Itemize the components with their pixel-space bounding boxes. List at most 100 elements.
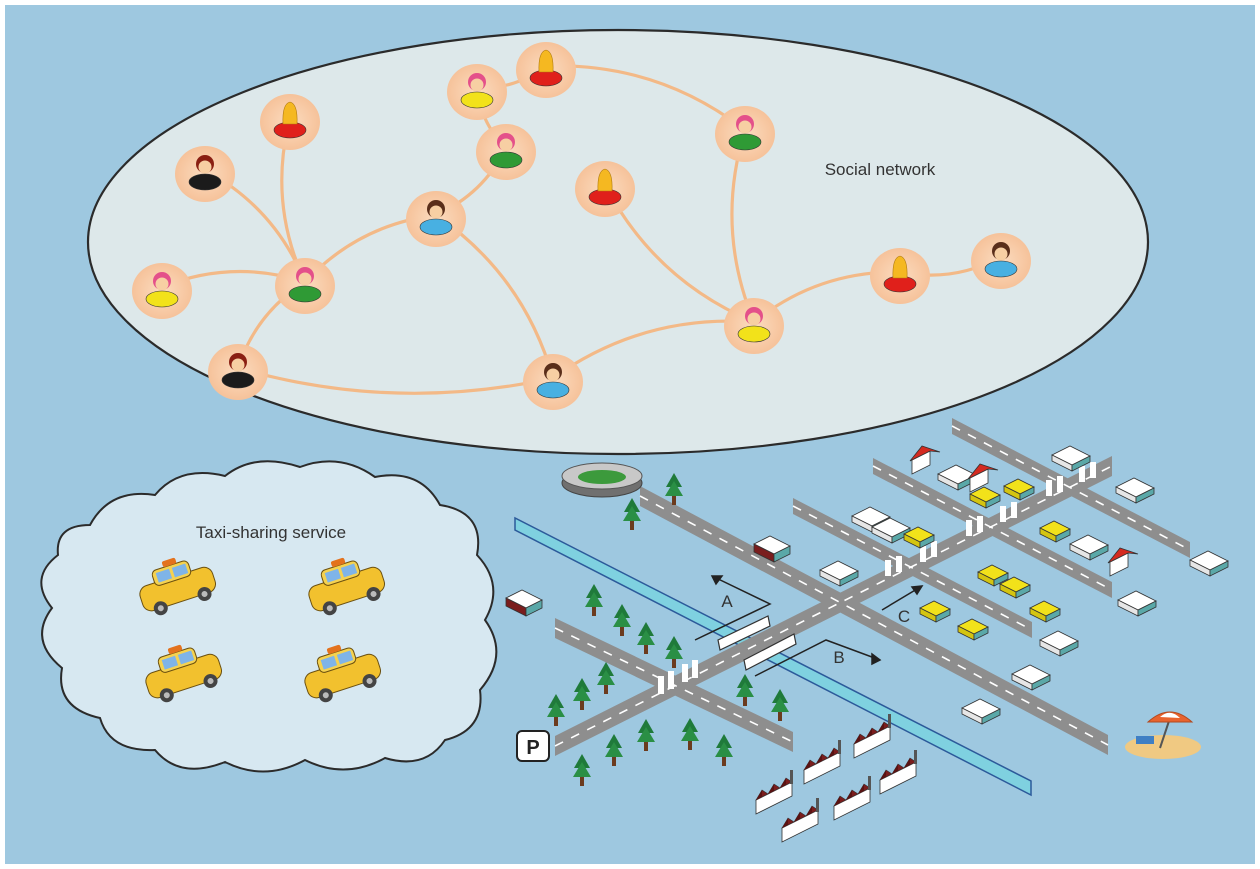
factory-icon xyxy=(879,750,917,795)
person-node xyxy=(971,233,1031,289)
factory-icon xyxy=(781,798,819,843)
route-label-b: B xyxy=(833,648,844,667)
person-node xyxy=(406,191,466,247)
red-roof-house xyxy=(909,445,941,475)
person-body xyxy=(883,275,917,293)
tree-icon xyxy=(637,622,655,654)
crosswalks xyxy=(658,462,1096,694)
house-building xyxy=(1069,534,1109,561)
red-roof-house xyxy=(967,463,999,493)
person-body xyxy=(737,325,771,343)
person-node xyxy=(523,354,583,410)
person-node xyxy=(175,146,235,202)
taxi-icon xyxy=(304,644,382,703)
taxi-group xyxy=(139,557,386,703)
tree-icon xyxy=(605,734,623,766)
social-network-label: Social network xyxy=(825,160,936,179)
route-arrows xyxy=(694,575,924,677)
taxi-sharing-label: Taxi-sharing service xyxy=(196,523,346,542)
taxi-icon xyxy=(308,557,386,616)
person-body xyxy=(728,133,762,151)
yellow-building xyxy=(919,600,951,623)
person-body xyxy=(588,188,622,206)
person-head xyxy=(538,49,554,73)
social-nodes xyxy=(132,42,1031,410)
person-head xyxy=(597,168,613,192)
person-body xyxy=(419,218,453,236)
factory-icon xyxy=(853,714,891,759)
person-node xyxy=(447,64,507,120)
house-building xyxy=(1051,445,1091,472)
person-head xyxy=(298,272,312,286)
parking-label: P xyxy=(526,737,539,759)
house-building xyxy=(1115,477,1155,504)
person-node xyxy=(476,124,536,180)
road-markings xyxy=(554,425,1191,747)
trees xyxy=(547,473,789,786)
yellow-building xyxy=(1003,478,1035,501)
factory-icon xyxy=(833,776,871,821)
tree-icon xyxy=(573,754,591,786)
taxi-cloud xyxy=(40,460,498,773)
tree-icon xyxy=(665,473,683,505)
taxi-sharing-panel: Taxi-sharing service xyxy=(40,460,498,773)
tree-icon xyxy=(613,604,631,636)
person-body xyxy=(145,290,179,308)
person-head xyxy=(892,255,908,279)
taxi-icon xyxy=(139,557,217,616)
social-link xyxy=(237,366,554,395)
parking-sign: P xyxy=(516,730,550,762)
person-head xyxy=(738,120,752,134)
person-node xyxy=(208,344,268,400)
person-body xyxy=(273,121,307,139)
person-body xyxy=(984,260,1018,278)
city-map: A B C P xyxy=(505,418,1229,843)
person-node xyxy=(724,298,784,354)
person-head xyxy=(470,78,484,92)
yellow-building xyxy=(999,576,1031,599)
yellow-building xyxy=(969,486,1001,509)
yellow-building xyxy=(1029,600,1061,623)
tree-icon xyxy=(597,662,615,694)
factories xyxy=(755,714,917,843)
red-roof-house xyxy=(1107,547,1139,577)
person-node xyxy=(870,248,930,304)
taxi-icon xyxy=(145,644,223,703)
factory-icon xyxy=(755,770,793,815)
yellow-building xyxy=(903,526,935,549)
brick-building xyxy=(505,589,543,617)
yellow-building xyxy=(957,618,989,641)
person-node xyxy=(516,42,576,98)
route-label-a: A xyxy=(721,592,733,611)
house-building xyxy=(819,560,859,587)
social-network-ellipse xyxy=(86,28,1150,456)
yellow-building xyxy=(1039,520,1071,543)
person-body xyxy=(288,285,322,303)
tree-icon xyxy=(585,584,603,616)
tree-icon xyxy=(771,689,789,721)
person-head xyxy=(429,205,443,219)
tree-icon xyxy=(736,674,754,706)
person-body xyxy=(536,381,570,399)
route-label-c: C xyxy=(898,607,910,626)
house-building xyxy=(1117,590,1157,617)
person-head xyxy=(499,138,513,152)
tree-icon xyxy=(715,734,733,766)
tree-icon xyxy=(637,719,655,751)
person-head xyxy=(546,368,560,382)
person-head xyxy=(994,247,1008,261)
house-building xyxy=(1011,664,1051,691)
tree-icon xyxy=(573,678,591,710)
buildings xyxy=(505,445,1229,725)
factory-icon xyxy=(803,740,841,785)
tree-icon xyxy=(681,718,699,750)
tree-icon xyxy=(547,694,565,726)
person-head xyxy=(231,358,245,372)
house-building xyxy=(961,698,1001,725)
house-building xyxy=(1189,550,1229,577)
stadium xyxy=(561,462,643,498)
person-node xyxy=(575,161,635,217)
person-body xyxy=(221,371,255,389)
house-building xyxy=(1039,630,1079,657)
